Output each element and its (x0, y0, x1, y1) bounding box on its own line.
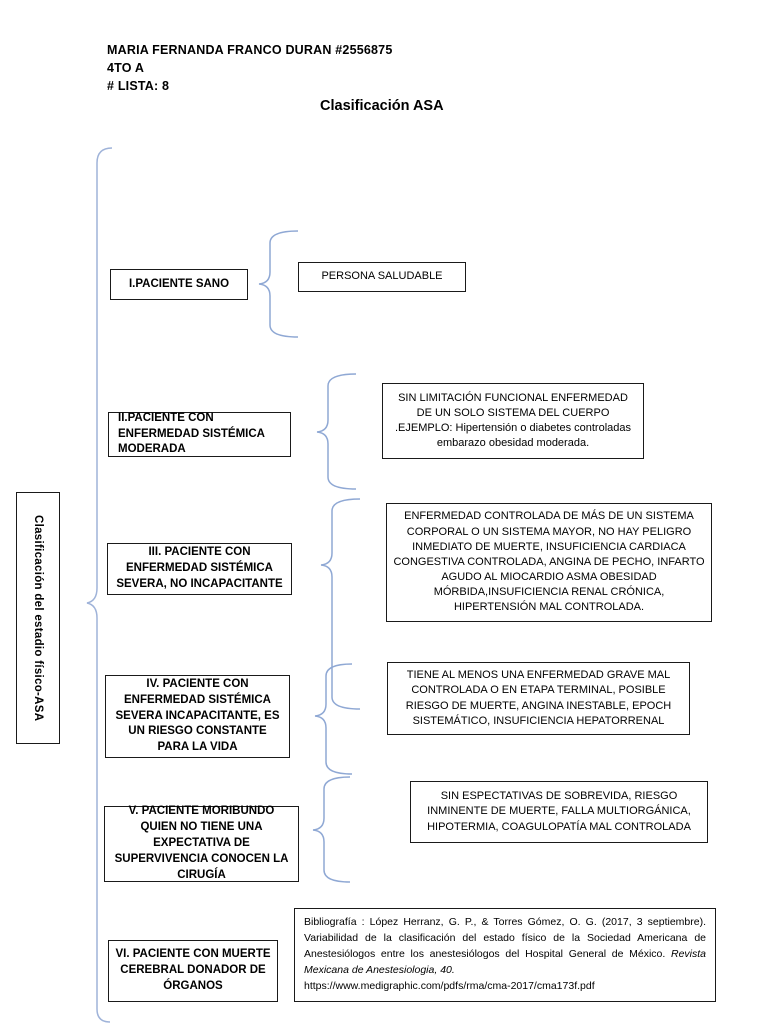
brace-row-1 (258, 230, 299, 338)
description-box-3: ENFERMEDAD CONTROLADA DE MÁS DE UN SISTE… (386, 503, 712, 622)
bibliography-journal: Revista Mexicana de Anestesiologia, 40. (304, 947, 706, 976)
category-box-3: III. PACIENTE CON ENFERMEDAD SISTÉMICA S… (107, 543, 292, 595)
brace-row-3 (320, 498, 361, 710)
description-box-2: SIN LIMITACIÓN FUNCIONAL ENFERMEDAD DE U… (382, 383, 644, 459)
category-label-4: IV. PACIENTE CON ENFERMEDAD SISTÉMICA SE… (115, 677, 280, 754)
category-box-2: II.PACIENTE CON ENFERMEDAD SISTÉMICA MOD… (108, 412, 291, 457)
page-title: Clasificación ASA (320, 98, 444, 114)
student-grade: 4TO A (107, 61, 145, 75)
description-text-2: SIN LIMITACIÓN FUNCIONAL ENFERMEDAD DE U… (394, 391, 632, 450)
brace-row-2 (316, 373, 357, 490)
category-label-6: VI. PACIENTE CON MUERTE CEREBRAL DONADOR… (115, 948, 271, 992)
category-label-5: V. PACIENTE MORIBUNDO QUIEN NO TIENE UNA… (114, 805, 289, 881)
description-text-5: SIN ESPECTATIVAS DE SOBREVIDA, RIESGO IN… (427, 790, 691, 833)
bibliography-text: Bibliografía : López Herranz, G. P., & T… (304, 916, 706, 960)
student-name: MARIA FERNANDA FRANCO DURAN #2556875 (107, 43, 393, 57)
description-box-5: SIN ESPECTATIVAS DE SOBREVIDA, RIESGO IN… (410, 781, 708, 843)
category-box-5: V. PACIENTE MORIBUNDO QUIEN NO TIENE UNA… (104, 805, 299, 882)
description-text-1: PERSONA SALUDABLE (321, 270, 443, 283)
description-box-1: PERSONA SALUDABLE (298, 262, 466, 292)
category-box-6: VI. PACIENTE CON MUERTE CEREBRAL DONADOR… (108, 940, 278, 1002)
bibliography-box: Bibliografía : López Herranz, G. P., & T… (294, 908, 716, 1002)
student-list-number: # LISTA: 8 (107, 79, 170, 93)
description-text-4: TIENE AL MENOS UNA ENFERMEDAD GRAVE MAL … (405, 669, 672, 727)
bibliography-url[interactable]: https://www.medigraphic.com/pdfs/rma/cma… (304, 979, 595, 992)
description-box-4: TIENE AL MENOS UNA ENFERMEDAD GRAVE MAL … (387, 662, 690, 735)
category-box-4: IV. PACIENTE CON ENFERMEDAD SISTÉMICA SE… (105, 675, 290, 758)
category-label-2: II.PACIENTE CON ENFERMEDAD SISTÉMICA MOD… (118, 411, 265, 456)
root-label-box: Clasificación del estadio físico-ASA (16, 492, 60, 744)
brace-row-5 (312, 776, 351, 883)
description-text-3: ENFERMEDAD CONTROLADA DE MÁS DE UN SISTE… (393, 510, 705, 614)
root-label-text: Clasificación del estadio físico-ASA (32, 514, 44, 722)
category-label-3: III. PACIENTE CON ENFERMEDAD SISTÉMICA S… (116, 546, 283, 590)
category-box-1: I.PACIENTE SANO (110, 269, 248, 300)
category-label-1: I.PACIENTE SANO (128, 277, 230, 290)
brace-row-4 (314, 663, 353, 775)
